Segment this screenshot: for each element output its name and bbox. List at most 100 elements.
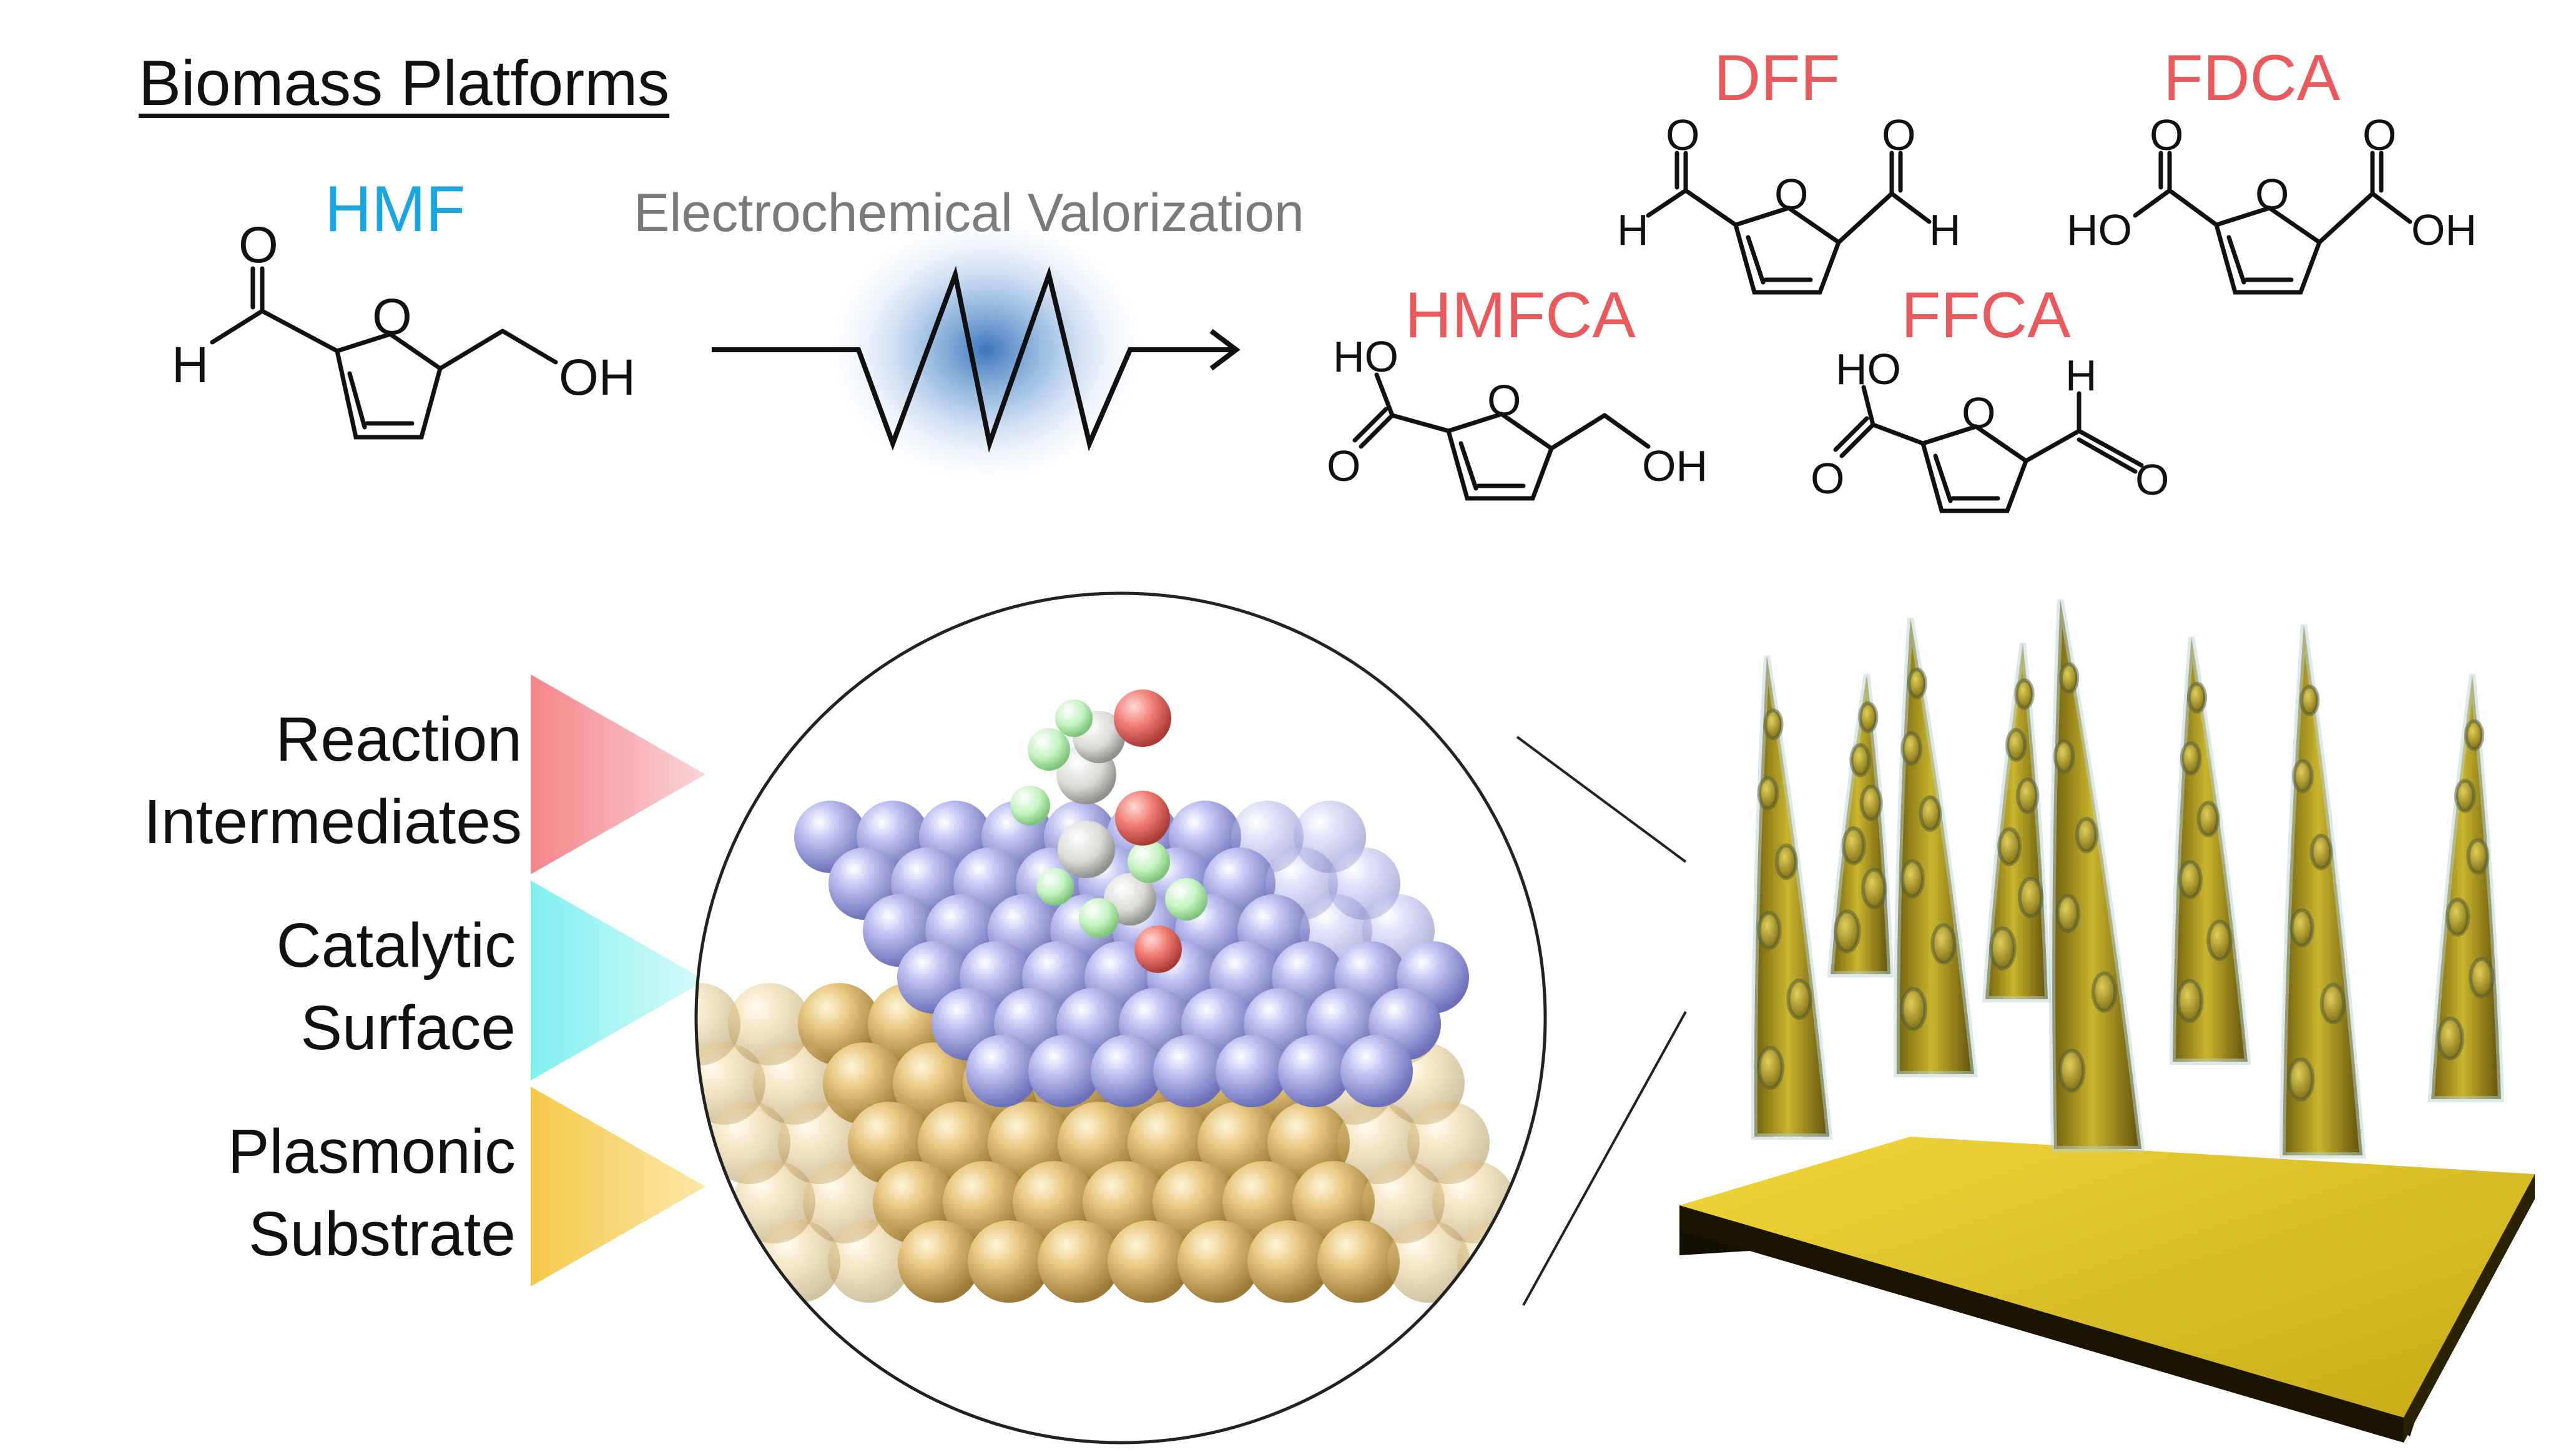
catalyst-atom: [1091, 1035, 1163, 1107]
nanospike: [2049, 599, 2145, 1152]
nanonodule: [2055, 894, 2080, 934]
catalyst-atom: [966, 1035, 1038, 1107]
nanonodule: [1861, 867, 1887, 909]
fdca-atom-ho: HO: [2067, 205, 2132, 254]
nanonodule: [2176, 979, 2204, 1023]
fdca-atom-o-ring: O: [2255, 170, 2289, 219]
catalyst-atom: [1278, 1035, 1350, 1107]
nanonodule: [2466, 838, 2490, 875]
triangle-intermediates: [531, 674, 705, 874]
nanonodule: [1859, 784, 1883, 821]
gold-atom: [1177, 1220, 1260, 1303]
dff-atom-o1: O: [1666, 111, 1699, 159]
ffca-atom-o2: O: [2135, 455, 2169, 504]
gold-atom: [828, 1220, 910, 1303]
nanonodule: [1907, 667, 1927, 699]
dff-atom-o-ring: O: [1774, 170, 1808, 219]
nanonodule: [1900, 859, 1925, 899]
triangle-surface: [531, 881, 705, 1080]
nanonodule: [1841, 826, 1866, 866]
substrate-plate-edge: [1679, 1205, 2404, 1443]
nanonodule: [2053, 739, 2075, 774]
hmfca-label: HMFCA: [1405, 279, 1636, 352]
nanonodule: [1774, 843, 1798, 881]
ffca-atom-o-ring: O: [1962, 388, 1995, 437]
nanonodule: [2180, 741, 2202, 776]
ffca-atom-h: H: [2065, 351, 2097, 400]
nanonodule: [1757, 776, 1779, 811]
nanonodule: [1858, 701, 1879, 733]
nanonodule: [2058, 662, 2080, 694]
dff-structure: [1646, 151, 1932, 295]
triangle-substrate: [531, 1087, 705, 1287]
nanonodule: [2016, 778, 2039, 814]
hmfca-structure: [1352, 372, 1651, 501]
nanonodule: [2206, 919, 2233, 961]
electrochemical-glow: [830, 219, 1143, 481]
zoom-line-top: [1516, 736, 1687, 863]
nanonodule: [2091, 971, 2118, 1013]
fdca-label: FDCA: [2163, 42, 2341, 114]
adsorbed-intermediate: [1010, 689, 1207, 973]
gold-atom: [1317, 1220, 1400, 1303]
gold-atom: [968, 1220, 1050, 1303]
nanonodule: [2058, 1049, 2086, 1093]
nanonodule: [1757, 1045, 1784, 1090]
nanonodule: [2319, 983, 2346, 1025]
nanonodule: [2014, 678, 2035, 710]
nanonodule: [2005, 728, 2027, 763]
hmf-atom-oh: OH: [559, 349, 636, 406]
atomic-model: [696, 593, 1545, 1443]
nanonodule: [2196, 801, 2220, 837]
nanonodule: [2186, 681, 2208, 714]
nanonodule: [1997, 827, 2022, 866]
catalyst-atom: [1028, 1035, 1101, 1107]
label-substrate: Plasmonic Substrate: [228, 1110, 516, 1275]
nanospike: [2279, 624, 2366, 1158]
hmf-atom-h: H: [172, 337, 209, 393]
nanostructure-render: [1679, 599, 2535, 1443]
label-intermediates-line2: Intermediates: [144, 787, 522, 857]
hmfca-atom-oh: OH: [1642, 442, 1708, 490]
hmf-atom-o-ring: O: [372, 289, 412, 345]
fdca-atom-oh: OH: [2411, 205, 2477, 254]
hmf-atom-o-top: O: [238, 217, 278, 274]
nanonodule: [2437, 1016, 2464, 1060]
substrate-plate-edge-right: [2404, 1174, 2535, 1443]
label-substrate-line2: Substrate: [248, 1199, 516, 1269]
hmfca-atom-o-ring: O: [1487, 376, 1521, 425]
zoom-line-bottom: [1522, 1011, 1687, 1306]
nanonodule: [1919, 795, 1942, 832]
gold-atom: [1387, 1220, 1470, 1303]
nanospike: [1751, 655, 1833, 1140]
nanonodule: [2454, 779, 2476, 813]
catalyst-atom: [1216, 1035, 1288, 1107]
ffca-label: FFCA: [1901, 279, 2071, 352]
ffca-atom-ho: HO: [1836, 345, 1901, 393]
label-substrate-line1: Plasmonic: [227, 1117, 516, 1187]
dff-atom-h1: H: [1617, 205, 1649, 254]
nanonodule: [1763, 708, 1784, 741]
nanonodule: [1786, 978, 1812, 1020]
gold-atom: [1108, 1220, 1190, 1303]
reaction-arrow: [712, 265, 1241, 453]
hmfca-atom-o: O: [1327, 442, 1360, 490]
fdca-structure: [2133, 151, 2412, 295]
nanonodule: [2469, 957, 2495, 999]
fdca-atom-o2: O: [2362, 111, 2396, 159]
gold-atom: [898, 1220, 980, 1303]
gold-atom: [1038, 1220, 1120, 1303]
hmfca-atom-ho: HO: [1333, 332, 1399, 381]
nanonodule: [2178, 860, 2203, 899]
label-intermediates: Reaction Intermediates: [144, 698, 522, 863]
hmf-structure: [210, 266, 558, 440]
nanonodule: [2289, 908, 2314, 947]
nanonodule: [1900, 731, 1922, 766]
label-surface-line2: Surface: [300, 993, 516, 1063]
nanonodule: [1833, 909, 1861, 954]
nanonodule: [2017, 877, 2044, 919]
catalyst-atom: [1153, 1035, 1226, 1107]
nanonodule: [1900, 987, 1927, 1031]
zoom-circle: [694, 591, 1547, 1445]
nanonodule: [1930, 923, 1957, 965]
